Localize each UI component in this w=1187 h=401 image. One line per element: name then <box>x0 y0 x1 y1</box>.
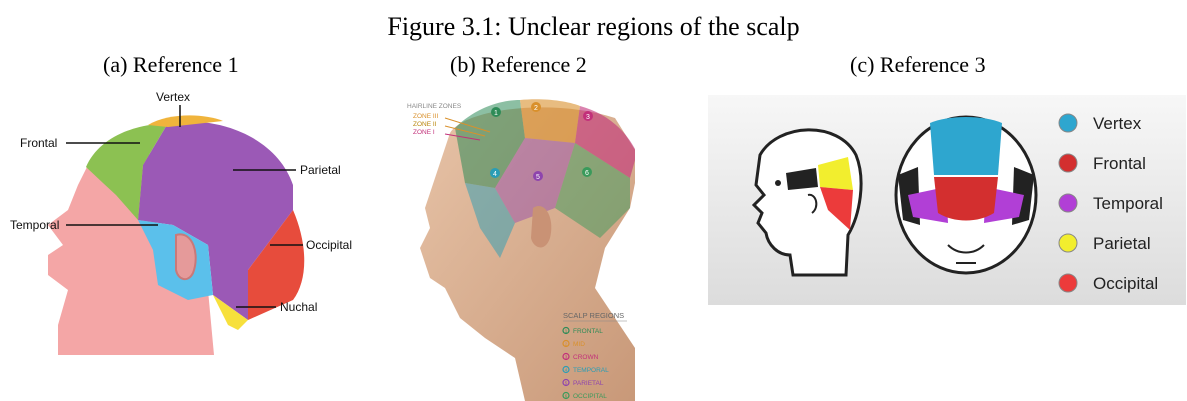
scalp-region-mid: 2MID <box>563 341 585 349</box>
hairline-zone-ii: ZONE II <box>413 121 437 128</box>
legend-item-parietal: Parietal <box>1059 234 1151 253</box>
svg-text:6: 6 <box>585 170 589 177</box>
legend-label: Occipital <box>1093 274 1158 293</box>
zone-mid <box>520 99 580 143</box>
scalp-region-label: PARIETAL <box>573 380 604 387</box>
marker-3: 3 <box>583 111 593 121</box>
marker-5: 5 <box>533 171 543 181</box>
scalp-region-label: TEMPORAL <box>573 367 609 374</box>
legend-label: Parietal <box>1093 234 1151 253</box>
marker-4: 4 <box>490 168 500 178</box>
svg-text:2: 2 <box>534 105 538 112</box>
legend-swatch <box>1059 114 1077 132</box>
hairline-zone-iii: ZONE III <box>413 113 438 120</box>
panel-b-diagram: HAIRLINE ZONES ZONE III ZONE II ZONE I 1… <box>405 88 635 401</box>
scalp-region-label: OCCIPITAL <box>573 393 607 400</box>
marker-2: 2 <box>531 102 541 112</box>
label-vertex: Vertex <box>156 90 190 104</box>
caption-a: (a) Reference 1 <box>103 52 239 78</box>
scalp-region-label: CROWN <box>573 354 599 361</box>
legend-item-vertex: Vertex <box>1059 114 1142 133</box>
legend-swatch <box>1059 194 1077 212</box>
panel-c-diagram: VertexFrontalTemporalParietalOccipital <box>708 95 1186 305</box>
hairline-zone-i: ZONE I <box>413 129 435 136</box>
legend-item-frontal: Frontal <box>1059 154 1146 173</box>
marker-6: 6 <box>582 167 592 177</box>
legend-label: Frontal <box>1093 154 1146 173</box>
scalp-region-label: MID <box>573 341 585 348</box>
svg-text:1: 1 <box>494 110 498 117</box>
label-occipital: Occipital <box>306 238 352 252</box>
svg-text:4: 4 <box>493 171 497 178</box>
svg-text:5: 5 <box>536 174 540 181</box>
legend-swatch <box>1059 154 1077 172</box>
legend-label: Vertex <box>1093 114 1142 133</box>
top-head <box>896 117 1036 273</box>
label-frontal: Frontal <box>20 136 57 150</box>
legend-swatch <box>1059 274 1077 292</box>
scalp-region-label: FRONTAL <box>573 328 603 335</box>
label-parietal: Parietal <box>300 163 341 177</box>
figure-title: Figure 3.1: Unclear regions of the scalp <box>0 12 1187 42</box>
svg-text:3: 3 <box>586 114 590 121</box>
caption-b: (b) Reference 2 <box>450 52 587 78</box>
label-nuchal: Nuchal <box>280 300 317 314</box>
caption-c: (c) Reference 3 <box>850 52 986 78</box>
panel-a-diagram: Vertex Frontal Parietal Temporal Occipit… <box>8 85 368 360</box>
legend-item-occipital: Occipital <box>1059 274 1158 293</box>
hairline-title: HAIRLINE ZONES <box>407 103 462 110</box>
legend-swatch <box>1059 234 1077 252</box>
scalp-regions-title: SCALP REGIONS <box>563 311 624 320</box>
label-temporal: Temporal <box>10 218 59 232</box>
legend-label: Temporal <box>1093 194 1163 213</box>
marker-1: 1 <box>491 107 501 117</box>
